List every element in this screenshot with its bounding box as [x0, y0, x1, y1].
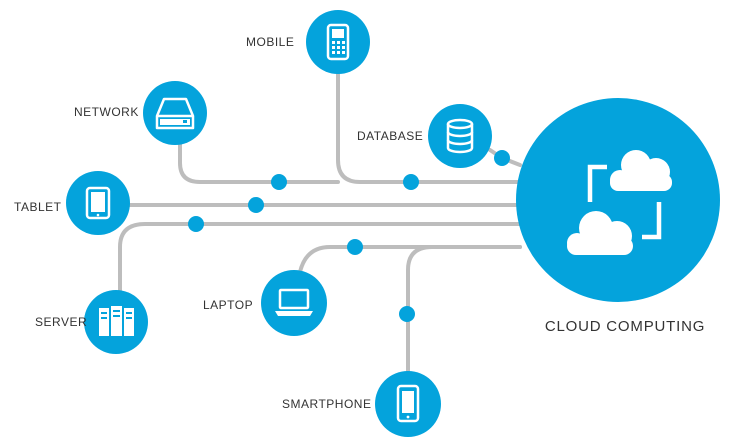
- junction-dots: [188, 150, 510, 322]
- hub-label: CLOUD COMPUTING: [544, 318, 706, 335]
- label-network: NETWORK: [74, 105, 139, 119]
- server-icon: [99, 306, 134, 336]
- label-server: SERVER: [35, 315, 88, 329]
- connector-mobile: [336, 70, 522, 184]
- connector-smartphone: [406, 245, 522, 374]
- node-database: [428, 104, 492, 168]
- junction-dot: [347, 239, 363, 255]
- cloud-lower-icon: [567, 211, 633, 255]
- cloud-upper-icon: [610, 150, 672, 191]
- label-tablet: TABLET: [14, 200, 62, 214]
- connector-server: [118, 222, 522, 292]
- database-icon: [446, 118, 474, 154]
- junction-dot: [399, 306, 415, 322]
- label-database: DATABASE: [357, 129, 424, 143]
- cloud-hub: [516, 98, 720, 302]
- junction-dot: [248, 197, 264, 213]
- smartphone-icon: [396, 384, 420, 423]
- connector-laptop: [298, 245, 522, 274]
- cloud-sync-icon: [587, 164, 662, 240]
- cloud-hub-circle: [516, 98, 720, 302]
- junction-dot: [188, 216, 204, 232]
- node-laptop: [261, 270, 327, 336]
- label-mobile: MOBILE: [246, 35, 295, 49]
- label-smartphone: SMARTPHONE: [282, 397, 372, 411]
- junction-dot: [271, 174, 287, 190]
- label-laptop: LAPTOP: [203, 298, 254, 312]
- network-circle: [143, 81, 207, 145]
- node-network: [143, 81, 207, 145]
- network-drive-icon: [155, 97, 195, 130]
- connector-lines: [118, 70, 522, 374]
- tablet-icon: [85, 186, 111, 220]
- node-smartphone: [375, 371, 441, 437]
- connector-network: [178, 140, 340, 184]
- junction-dot: [494, 150, 510, 166]
- node-tablet: [66, 171, 130, 235]
- junction-dot: [403, 174, 419, 190]
- node-mobile: [306, 10, 370, 74]
- mobile-phone-icon: [326, 23, 350, 61]
- node-server: [84, 290, 148, 354]
- laptop-circle: [261, 270, 327, 336]
- laptop-icon: [275, 288, 313, 316]
